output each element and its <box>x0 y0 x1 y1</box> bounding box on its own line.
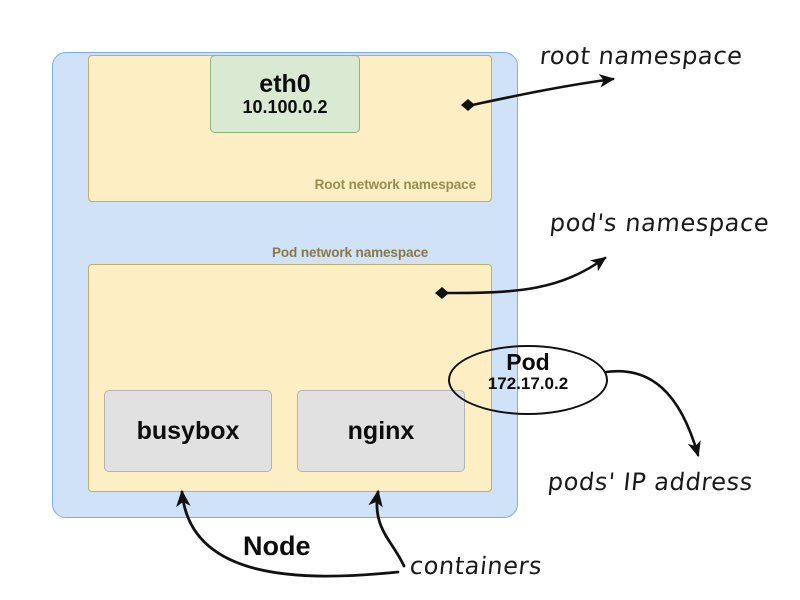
eth0-name-label: eth0 <box>259 69 311 98</box>
root-namespace-caption: Root network namespace <box>314 177 476 192</box>
pod-namespace-caption: Pod network namespace <box>272 245 429 260</box>
annotation-containers: containers <box>408 552 544 580</box>
eth0-ip-label: 10.100.0.2 <box>242 97 328 118</box>
eth0-interface-box: eth0 10.100.0.2 <box>210 55 360 133</box>
pod-badge-ellipse <box>448 345 608 415</box>
container-box-busybox: busybox <box>104 390 272 472</box>
leader-pods-ip-address <box>604 369 701 457</box>
annotation-pods-ip-address: pods' IP address <box>546 468 755 496</box>
annotation-root-namespace: root namespace <box>538 42 745 70</box>
annotation-pods-namespace: pod's namespace <box>548 209 771 237</box>
node-label: Node <box>243 531 311 561</box>
container-label-nginx: nginx <box>347 416 415 445</box>
container-box-nginx: nginx <box>297 390 465 472</box>
container-label-busybox: busybox <box>136 416 240 445</box>
